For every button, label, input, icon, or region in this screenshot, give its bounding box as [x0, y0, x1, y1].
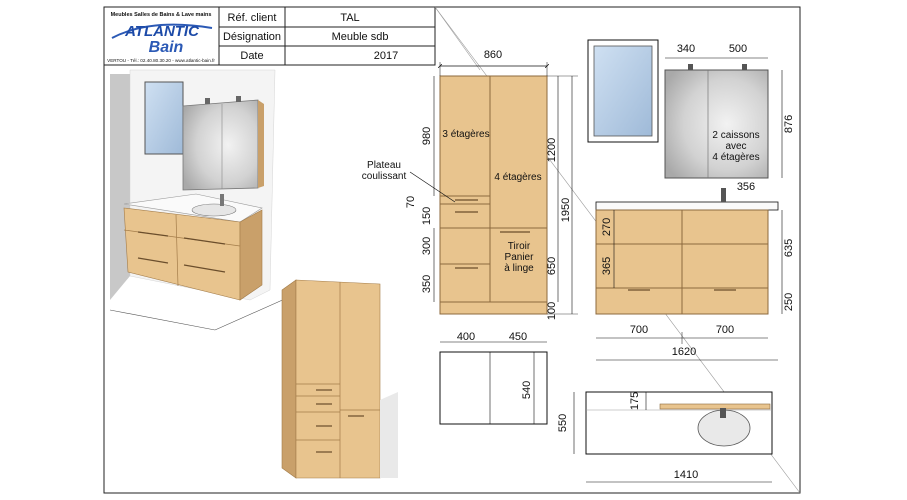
mirror-elevation: 2 caissons avec 4 étagères 340 500 876 — [587, 39, 795, 179]
ref-client-label: Réf. client — [228, 12, 277, 24]
dim-column-300: 300 — [421, 237, 433, 255]
basin-3d — [191, 203, 237, 217]
brand-tagline: Meubles Salles de Bains & Lave mains — [111, 12, 212, 18]
dim-column-100: 100 — [546, 302, 558, 320]
note-tray-2: coulissant — [362, 171, 407, 182]
dim-top-450: 450 — [509, 331, 527, 343]
dim-vanity-635: 635 — [783, 239, 795, 257]
title-block: Meubles Salles de Bains & Lave mains ATL… — [103, 6, 436, 66]
dim-column-650: 650 — [546, 257, 558, 275]
note-basket-2: Panier — [505, 252, 535, 263]
dim-mirror-500: 500 — [729, 43, 747, 55]
dim-vanity-365: 365 — [601, 257, 613, 275]
note-caissons-1: 2 caissons — [712, 130, 759, 141]
note-tray-1: Plateau — [367, 160, 401, 171]
dim-vanity-top-1410: 1410 — [674, 469, 698, 481]
dim-vanity-top-175: 175 — [629, 392, 641, 410]
dim-vanity-700-left: 700 — [630, 324, 648, 336]
date-label: Date — [240, 50, 263, 62]
note-basket-1: Tiroir — [508, 241, 531, 252]
dim-vanity-270: 270 — [601, 218, 613, 236]
column-elevation: 3 étagères 4 étagères Plateau coulissant… — [362, 49, 578, 320]
designation-label: Désignation — [223, 31, 281, 43]
brand-contact: VERTOU - Tél.: 02.40.80.30.20 - www.atla… — [107, 58, 215, 63]
designation-value: Meuble sdb — [332, 31, 389, 43]
dim-mirror-876: 876 — [783, 115, 795, 133]
dim-top-540: 540 — [521, 381, 533, 399]
column-3d-view — [281, 279, 398, 479]
dim-vanity-700-right: 700 — [716, 324, 734, 336]
dim-column-980: 980 — [421, 127, 433, 145]
window-3d — [144, 81, 184, 155]
note-caissons-3: 4 étagères — [712, 152, 759, 163]
column-top-view: 400 450 540 — [439, 331, 548, 425]
vanity-top-view: 175 550 1410 — [557, 391, 773, 483]
dim-vanity-top-550: 550 — [557, 414, 569, 432]
dim-vanity-356: 356 — [737, 181, 755, 193]
note-4-shelves: 4 étagères — [494, 172, 541, 183]
dim-column-1950: 1950 — [560, 198, 572, 222]
dim-column-150: 150 — [421, 207, 433, 225]
dim-top-400: 400 — [457, 331, 475, 343]
note-3-shelves: 3 étagères — [442, 129, 489, 140]
svg-text:ATLANTIC: ATLANTIC — [124, 23, 200, 40]
svg-text:Bain: Bain — [149, 39, 184, 56]
dim-vanity-1620: 1620 — [672, 346, 696, 358]
dim-column-width: 860 — [484, 49, 502, 61]
dim-vanity-250: 250 — [783, 293, 795, 311]
dim-mirror-340: 340 — [677, 43, 695, 55]
vanity-3d-view — [109, 69, 306, 331]
vanity-elevation: 356 270 365 635 250 700 700 1620 — [595, 181, 795, 361]
dim-column-70: 70 — [405, 196, 417, 208]
note-basket-3: à linge — [504, 263, 534, 274]
dim-column-1200: 1200 — [546, 138, 558, 162]
brand-logo: ATLANTIC Bain — [111, 23, 213, 56]
ref-client-value: TAL — [340, 12, 359, 24]
sheet-border — [103, 6, 801, 494]
note-caissons-2: avec — [725, 141, 746, 152]
date-value: 2017 — [374, 50, 398, 62]
dim-column-350: 350 — [421, 275, 433, 293]
